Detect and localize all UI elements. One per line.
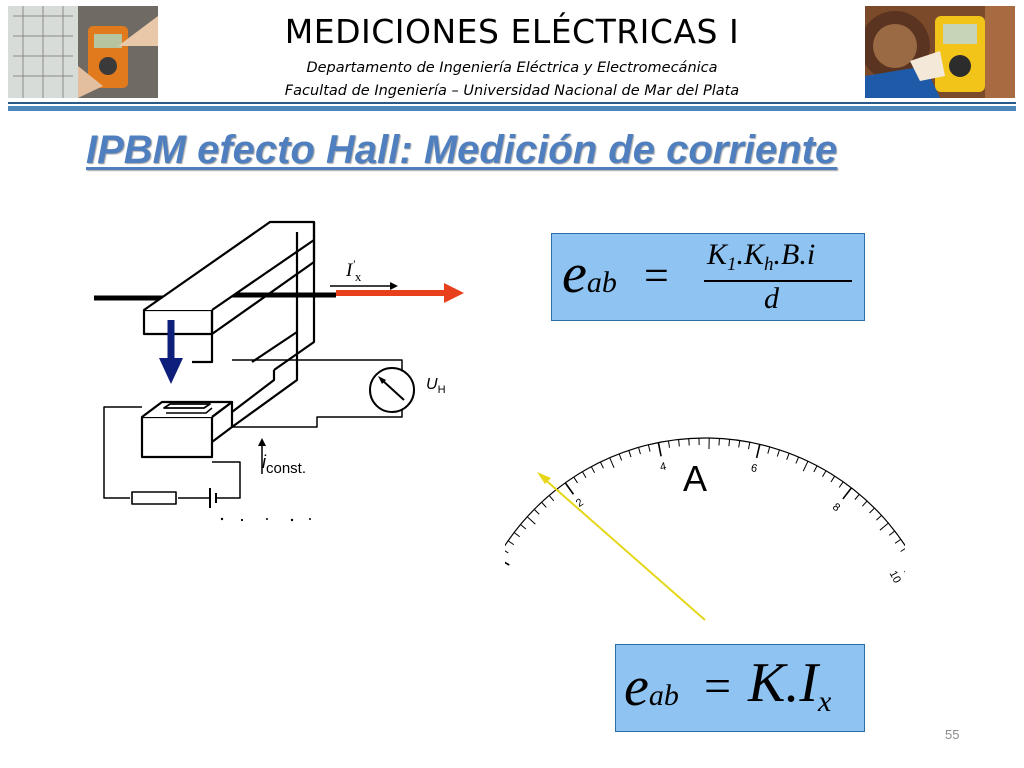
meter-tick — [638, 447, 641, 455]
meter-pointer — [540, 475, 706, 621]
ammeter-scale: 246810DC — [505, 437, 905, 621]
meter-tick — [541, 501, 547, 508]
meter-scale-label: 4 — [659, 461, 667, 474]
department-name: Departamento de Ingeniería Eléctrica y E… — [306, 60, 718, 76]
formula1-kh: K — [744, 238, 765, 271]
meter-tick — [728, 439, 731, 447]
multimeter-photo-right — [865, 6, 1015, 98]
meter-tick — [802, 460, 809, 472]
meter-tick — [894, 538, 902, 544]
formula1-k1: K — [707, 238, 728, 271]
meter-tick — [526, 516, 536, 525]
formula2-rhs: K.Ix — [748, 651, 832, 718]
current-label-mark: ' — [352, 257, 355, 271]
meter-tick — [786, 453, 790, 460]
meter-tick — [533, 509, 540, 515]
meter-tick — [738, 440, 741, 448]
meter-tick — [628, 450, 632, 458]
faculty-name: Facultad de Ingeniería – Universidad Nac… — [284, 83, 740, 99]
formula1-fraction-bar — [704, 280, 852, 282]
meter-tick — [900, 548, 905, 552]
meter-tick — [573, 476, 578, 484]
course-title: MEDICIONES ELÉCTRICAS I — [284, 12, 740, 51]
meter-tick — [520, 524, 527, 530]
current-label: I'x — [346, 257, 362, 284]
meter-tick — [842, 487, 853, 500]
formula1-lhs: eab — [562, 242, 617, 306]
meter-tick — [861, 500, 868, 507]
meter-tick — [678, 439, 680, 447]
page-number: 55 — [945, 727, 960, 742]
current-label-sub: x — [354, 269, 362, 284]
meter-tick — [609, 457, 615, 469]
meter-tick — [888, 530, 896, 536]
formula1-denominator: d — [764, 282, 779, 315]
meter-tick — [667, 440, 671, 448]
meter-tick — [854, 493, 860, 500]
formula2-lhs-sub: ab — [648, 679, 679, 712]
formula-current-proportional: eab = K.Ix — [615, 644, 865, 732]
meter-tick — [813, 465, 818, 473]
meter-tick — [548, 495, 555, 502]
meter-scale-label: 10 — [887, 569, 903, 585]
meter-scale-label: 2 — [574, 497, 586, 510]
meter-tick — [869, 507, 875, 514]
meter-tick — [505, 561, 510, 566]
formula1-equals: = — [644, 251, 669, 300]
multimeter-photo-left — [8, 6, 158, 98]
meter-scale-label: 8 — [830, 501, 842, 514]
meter-tick — [838, 481, 844, 488]
meter-tick — [590, 466, 596, 474]
meter-tick — [657, 442, 662, 457]
meter-tick — [618, 453, 623, 461]
meter-tick — [513, 532, 521, 538]
hall-sensor-diagram — [94, 220, 464, 522]
formula1-k1-sub: 1 — [727, 254, 737, 275]
formula2-lhs-main: e — [624, 656, 649, 718]
const-current-label-sub: const. — [266, 460, 307, 477]
meter-tick — [507, 540, 515, 546]
meter-tick — [748, 442, 751, 450]
formula1-rest: .B.i — [773, 238, 816, 271]
formula2-i-sub: x — [818, 685, 832, 718]
formula1-lhs-sub: ab — [586, 266, 617, 299]
const-current-label-main: i — [262, 452, 266, 472]
const-current-label: iconst. — [262, 452, 306, 477]
current-label-main: I — [346, 260, 353, 281]
hall-voltage-label-sub: H — [437, 384, 446, 396]
meter-tick — [776, 449, 780, 457]
formula1-dot: . — [736, 238, 745, 271]
meter-unit-letter: A — [683, 458, 708, 499]
meter-tick — [599, 461, 604, 469]
header-divider-thick — [8, 106, 1016, 111]
formula1-kh-sub: h — [764, 254, 774, 275]
formula1-lhs-main: e — [562, 243, 587, 305]
meter-tick — [755, 444, 761, 459]
meter-scale-label: 6 — [750, 462, 759, 475]
meter-tick — [795, 456, 800, 464]
formula2-i: I — [799, 652, 819, 714]
meter-tick — [830, 475, 836, 483]
slide-title: IPBM efecto Hall: Medición de corriente — [86, 128, 838, 172]
formula2-equals: = — [704, 660, 732, 713]
formula2-k: K — [748, 652, 786, 714]
formula-hall-voltage: eab = K1.Kh.B.i d — [551, 233, 865, 321]
meter-tick — [564, 482, 575, 495]
formula2-dot: . — [785, 652, 800, 714]
meter-tick — [879, 522, 889, 531]
hall-voltage-label: UH — [426, 376, 446, 396]
meter-pointer-tip — [537, 472, 551, 484]
formula2-lhs: eab — [624, 655, 679, 719]
meter-tick — [876, 515, 882, 521]
meter-tick — [647, 444, 651, 452]
hall-voltage-label-main: U — [426, 376, 438, 393]
meter-tick — [822, 470, 827, 478]
meter-tick — [767, 446, 771, 454]
meter-tick — [581, 471, 587, 478]
meter-tick — [505, 550, 509, 554]
formula1-numerator: K1.Kh.B.i — [707, 238, 816, 275]
header-divider-thin — [8, 102, 1016, 104]
